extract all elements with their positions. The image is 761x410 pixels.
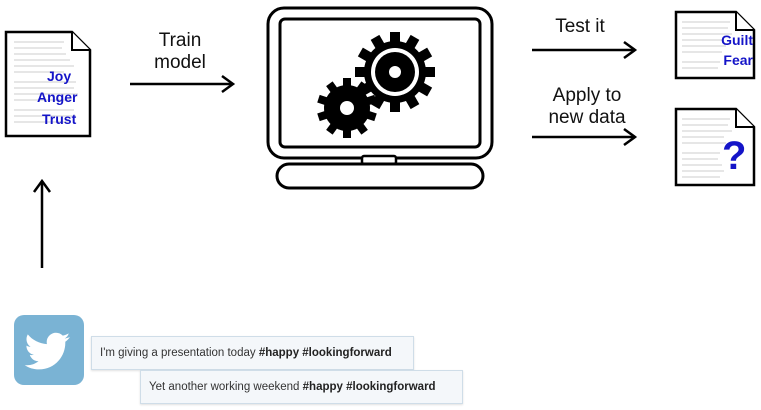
tweet-card: I'm giving a presentation today #happy #… bbox=[91, 336, 414, 370]
tweet-text: Yet another working weekend bbox=[149, 381, 303, 393]
emotion-label-fear: Fear bbox=[723, 52, 753, 68]
apply-new-data-label: Apply to new data bbox=[548, 85, 626, 128]
test-arrow bbox=[532, 40, 638, 60]
apply-arrow bbox=[532, 127, 638, 147]
train-model-label: Train model bbox=[154, 30, 206, 73]
tweet-hashtags: #happy #lookingforward bbox=[258, 347, 392, 359]
test-document-icon bbox=[674, 10, 756, 80]
emotion-label-joy: Joy bbox=[47, 68, 72, 84]
data-collection-arrow bbox=[32, 178, 52, 268]
gears-icon bbox=[317, 32, 435, 138]
emotion-label-guilt: Guilt bbox=[721, 32, 753, 48]
emotion-label-trust: Trust bbox=[42, 111, 77, 127]
train-arrow bbox=[130, 74, 236, 94]
emotion-label-anger: Anger bbox=[37, 89, 78, 105]
tweet-card: Yet another working weekend #happy #look… bbox=[140, 370, 463, 404]
tweet-hashtags: #happy #lookingforward bbox=[302, 381, 436, 393]
input-document-icon bbox=[4, 30, 92, 138]
new-data-document-icon bbox=[674, 107, 756, 187]
twitter-bird-icon bbox=[14, 315, 84, 385]
test-it-label: Test it bbox=[555, 16, 605, 37]
unknown-emotion-question-mark: ? bbox=[722, 134, 747, 178]
tweet-text: I'm giving a presentation today bbox=[100, 347, 259, 359]
